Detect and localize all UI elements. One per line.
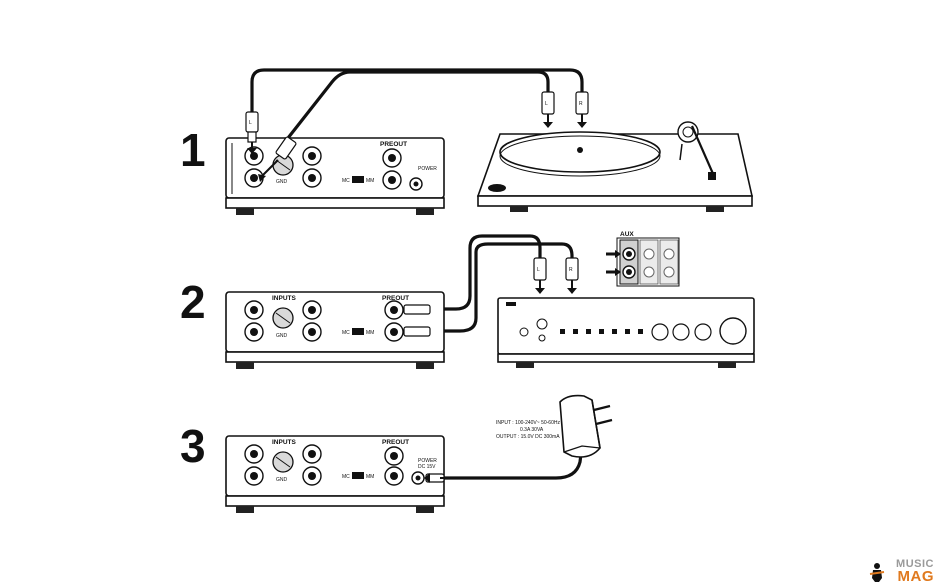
watermark-line-1: MUSIC	[896, 558, 934, 570]
svg-text:L: L	[537, 267, 540, 273]
preout-jack-l[interactable]	[382, 148, 402, 168]
switch-label-mm: MM	[366, 474, 374, 480]
step-1-group: GND PREOUT MC MM POWER L	[225, 68, 754, 215]
preamp-unit-3: INPUTS GND PREOUT MC MM POWER DC 15V	[225, 435, 446, 513]
preout-jack-r[interactable]	[384, 466, 404, 486]
turntable-badge	[488, 184, 506, 192]
adapter-input-spec: INPUT : 100-240V~ 50-60Hz	[496, 420, 560, 426]
aux-input-inset: AUX	[606, 231, 680, 287]
step-number-3: 3	[180, 420, 206, 472]
amp-headphone-jack[interactable]	[536, 318, 548, 330]
amp-knob-treble[interactable]	[672, 323, 690, 341]
ground-knob[interactable]	[272, 451, 294, 473]
turntable: L R	[476, 91, 754, 212]
power-adapter: INPUT : 100-240V~ 50-60Hz 0.3A 30VA OUTP…	[496, 394, 613, 458]
input2-jack-r[interactable]	[302, 322, 322, 342]
amp-logo	[506, 302, 516, 306]
power-label: POWER	[418, 166, 437, 172]
preamp-unit-2: INPUTS GND PREOUT MC MM	[225, 291, 445, 369]
input-jack-r[interactable]	[244, 466, 264, 486]
guitarist-logo-icon	[869, 563, 885, 582]
amp-plug-r: R	[565, 257, 579, 294]
power-jack[interactable]	[409, 177, 423, 191]
gnd-label: GND	[276, 179, 288, 185]
plug-r-into-preamp	[258, 136, 297, 182]
input-jack-r[interactable]	[244, 322, 264, 342]
power-cable	[428, 444, 584, 480]
mc-mm-switch[interactable]	[352, 176, 364, 183]
input2-jack-r[interactable]	[302, 466, 322, 486]
svg-text:R: R	[579, 101, 583, 107]
preout-plug-r	[403, 326, 431, 337]
adapter-output-spec: OUTPUT : 15.0V DC 300mA	[496, 434, 560, 440]
switch-label-mc: MC	[342, 178, 350, 184]
mc-mm-switch[interactable]	[352, 328, 364, 335]
step-3-group: INPUTS GND PREOUT MC MM POWER DC 15V	[225, 394, 613, 513]
inputs-label: INPUTS	[272, 439, 297, 446]
gnd-label: GND	[276, 477, 288, 483]
adapter-input-current: 0.3A 30VA	[520, 427, 544, 433]
step-number-2: 2	[180, 276, 206, 328]
phono-cable-left	[250, 68, 584, 114]
power-jack[interactable]	[411, 471, 425, 485]
input-jack-l[interactable]	[244, 444, 264, 464]
musicmag-watermark: MUSIC MAG	[868, 558, 936, 585]
ground-knob[interactable]	[272, 307, 294, 329]
preout-label: PREOUT	[382, 439, 409, 446]
phono-cable-right	[286, 70, 550, 140]
aux-jack-l[interactable]	[622, 247, 636, 261]
inputs-label: INPUTS	[272, 295, 297, 302]
preout-label: PREOUT	[380, 141, 407, 148]
amp-knob-bass[interactable]	[651, 323, 669, 341]
input2-jack-r[interactable]	[302, 168, 322, 188]
power-spec: DC 15V	[418, 464, 436, 470]
aux-label: AUX	[620, 231, 634, 238]
switch-label-mm: MM	[366, 178, 374, 184]
preout-jack-r[interactable]	[382, 170, 402, 190]
power-label: POWER	[418, 458, 437, 464]
input-jack-l[interactable]	[244, 300, 264, 320]
preout-cable-l	[428, 234, 542, 311]
gnd-label: GND	[276, 333, 288, 339]
svg-text:R: R	[569, 267, 573, 273]
spindle	[577, 147, 583, 153]
tonearm	[677, 121, 716, 180]
aux-jack-r[interactable]	[622, 265, 636, 279]
switch-label-mm: MM	[366, 330, 374, 336]
amp-source-leds	[560, 329, 643, 334]
preout-jack-l[interactable]	[384, 446, 404, 466]
input2-jack-l[interactable]	[302, 444, 322, 464]
preout-jack-r[interactable]	[384, 322, 404, 342]
turntable-plug-r: R	[575, 91, 589, 128]
amp-knob-balance[interactable]	[694, 323, 712, 341]
plug-l-into-preamp: L	[245, 111, 259, 154]
amp-volume-knob[interactable]	[719, 317, 747, 345]
amp-power-button[interactable]	[519, 327, 529, 337]
preout-cable-r	[428, 242, 574, 333]
svg-text:L: L	[545, 101, 548, 107]
svg-text:L: L	[249, 120, 252, 126]
switch-label-mc: MC	[342, 474, 350, 480]
integrated-amplifier: L R	[497, 257, 755, 368]
mc-mm-switch[interactable]	[352, 472, 364, 479]
input2-jack-l[interactable]	[302, 146, 322, 166]
switch-label-mc: MC	[342, 330, 350, 336]
preout-jack-l[interactable]	[384, 300, 404, 320]
preamp-foot	[236, 208, 254, 215]
turntable-plug-l: L	[541, 91, 555, 128]
watermark-line-2: MAG	[897, 568, 934, 585]
input2-jack-l[interactable]	[302, 300, 322, 320]
step-2-group: INPUTS GND PREOUT MC MM	[225, 231, 755, 369]
step-number-1: 1	[180, 124, 206, 176]
preout-label: PREOUT	[382, 295, 409, 302]
preamp-foot	[416, 208, 434, 215]
amp-plug-l: L	[533, 257, 547, 294]
preout-plug-l	[403, 304, 431, 315]
